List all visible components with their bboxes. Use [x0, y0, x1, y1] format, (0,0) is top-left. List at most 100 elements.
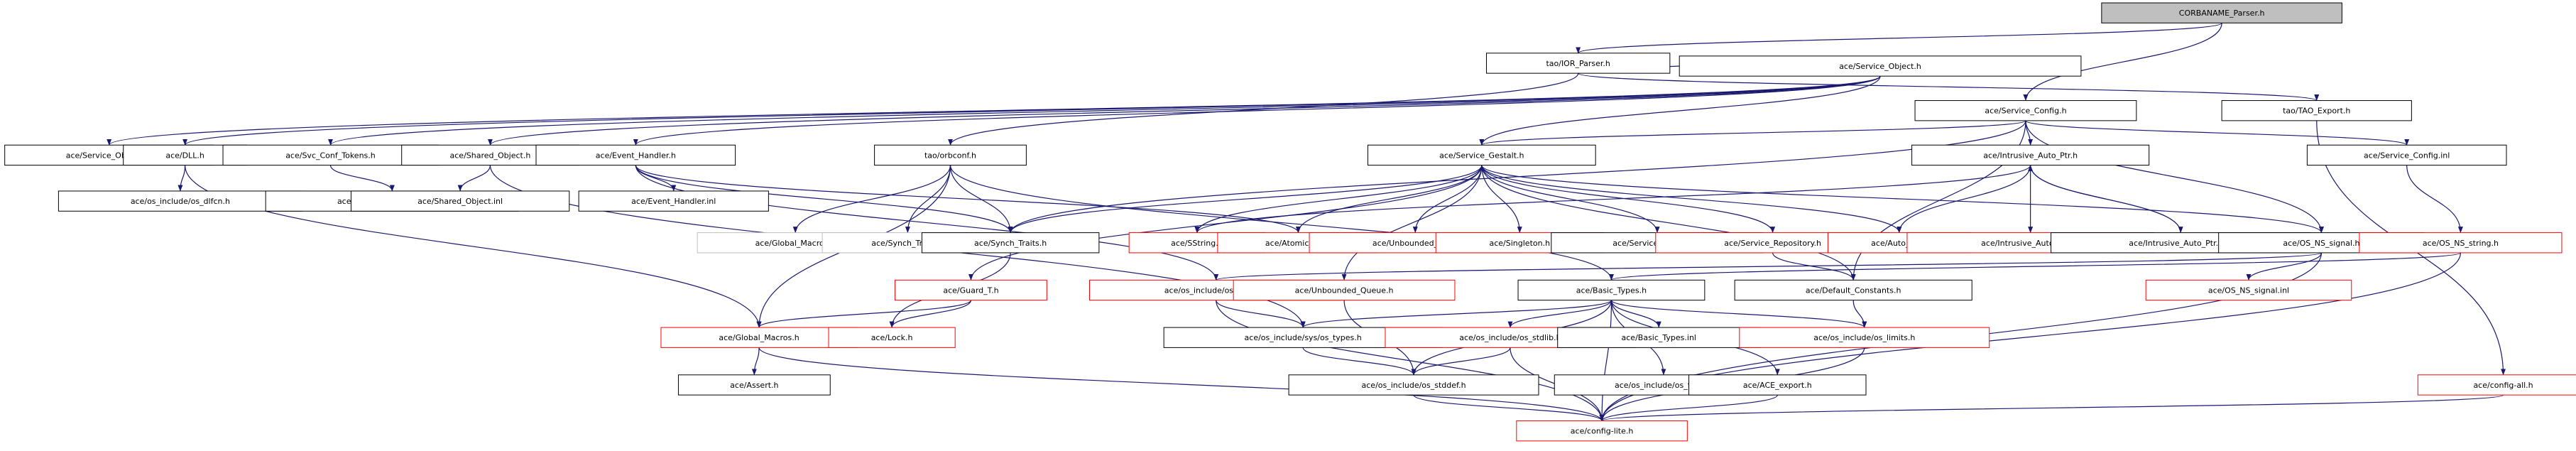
- node-ace-os-include-os-stddef-h[interactable]: ace/os_include/os_stddef.h: [1288, 374, 1539, 396]
- node-box: [874, 144, 1027, 166]
- node-ace-service-config-inl[interactable]: ace/Service_Config.inl: [2306, 144, 2507, 166]
- node-ace-unbounded-queue-h[interactable]: ace/Unbounded_Queue.h: [1233, 279, 1456, 301]
- node-label: ace/OS_NS_signal.h: [2283, 239, 2359, 248]
- node-ace-os-include-os-limits-h[interactable]: ace/os_include/os_limits.h: [1739, 327, 1990, 348]
- edge-ace-sg-to-ace-unbq: [1341, 165, 1483, 281]
- edge-ace-eh-to-ace-ossignal: [635, 165, 1219, 281]
- node-ace-global-macros-h[interactable]: ace/Global_Macros.h: [660, 327, 858, 348]
- node-tao-ior-parser-h[interactable]: tao/IOR_Parser.h: [1486, 53, 1671, 74]
- node-tao-tao-export-h[interactable]: tao/TAO_Export.h: [2221, 100, 2412, 121]
- edge-tao-ior-to-tao-exp: [1578, 72, 2319, 102]
- node-label: ace/config-lite.h: [1571, 427, 1634, 436]
- edge-ace-export-to-ace-configlite: [1599, 394, 1778, 422]
- node-label: tao/IOR_Parser.h: [1546, 59, 1610, 68]
- edge-ace-ossignal-to-ace-configlite: [1216, 300, 1605, 422]
- node-ace-os-ns-signal-inl[interactable]: ace/OS_NS_signal.inl: [2145, 279, 2352, 301]
- node-ace-synch-traits-h[interactable]: ace/Synch_Traits.h: [921, 232, 1100, 254]
- node-ace-shared-object-inl[interactable]: ace/Shared_Object.inl: [350, 190, 570, 212]
- node-ace-event-handler-inl[interactable]: ace/Event_Handler.inl: [578, 190, 769, 212]
- edge-ace-gmacros-to-ace-configlite: [758, 347, 1605, 422]
- node-label: ace/SString.h: [1171, 239, 1223, 248]
- edge-ace-so-to-ace-dll: [182, 75, 1881, 146]
- node-box: [895, 279, 1047, 301]
- edge-ace-ossignal-to-ace-systypes: [1216, 300, 1306, 328]
- node-label: ace/os_include/os_limits.h: [1813, 333, 1915, 342]
- node-label: ace/Event_Handler.h: [596, 151, 676, 160]
- node-label: ace/os_include/os_dlfcn.h: [131, 197, 230, 206]
- edge-ace-so-to-ace-shobj: [488, 75, 1881, 146]
- node-box: [1516, 420, 1688, 442]
- node-label: ace/Service_Gestalt.h: [1439, 151, 1524, 160]
- edge-ace-sg-to-ace-singleton: [1481, 165, 1522, 234]
- node-ace-ace-export-h[interactable]: ace/ACE_export.h: [1688, 374, 1867, 396]
- edge-ace-sg-to-ace-unbset: [1412, 165, 1483, 234]
- node-box: [2221, 100, 2412, 121]
- edge-ace-osnssig-to-ace-osnssiginl: [2246, 252, 2323, 281]
- node-box: [921, 232, 1100, 254]
- node-ace-basic-types-inl[interactable]: ace/Basic_Types.inl: [1557, 327, 1761, 348]
- node-box: [1288, 374, 1539, 396]
- edge-tao-orbconf-to-ace-synch: [949, 165, 1013, 234]
- node-ace-config-lite-h[interactable]: ace/config-lite.h: [1516, 420, 1688, 442]
- edge-ace-so-to-ace-svcct: [328, 75, 1881, 146]
- edge-ace-iapcpp-to-ace-iap: [2028, 165, 2181, 233]
- node-ace-lock-h[interactable]: ace/Lock.h: [828, 327, 956, 348]
- node-box: [578, 190, 769, 212]
- node-box: [660, 327, 858, 348]
- node-tao-orbconf-h[interactable]: tao/orbconf.h: [874, 144, 1027, 166]
- edge-root-to-ace-sc: [2023, 23, 2222, 102]
- node-ace-service-object-h[interactable]: ace/Service_Object.h: [1679, 55, 2082, 77]
- edge-ace-so-to-ace-sg: [1479, 76, 1881, 146]
- edge-ace-sg-to-ace-autoptr: [1481, 165, 1902, 234]
- edge-ace-defconst-to-ace-oslimits: [1852, 300, 1867, 328]
- node-label: ace/Intrusive_Auto_Ptr.h: [1983, 151, 2078, 160]
- node-ace-default-constants-h[interactable]: ace/Default_Constants.h: [1734, 279, 1972, 301]
- node-ace-basic-types-h[interactable]: ace/Basic_Types.h: [1517, 279, 1705, 301]
- node-label: ace/config-all.h: [2473, 381, 2533, 390]
- edge-ace-srvrep-to-ace-defconst: [1772, 252, 1856, 281]
- node-label: ace/Synch_Traits.h: [974, 239, 1047, 248]
- node-ace-service-gestalt-h[interactable]: ace/Service_Gestalt.h: [1367, 144, 1596, 166]
- edge-ace-osstdlib-to-ace-osstddef: [1411, 347, 1511, 376]
- node-label: ace/Service_Object.h: [1839, 62, 1921, 71]
- node-ace-guard-t-h[interactable]: ace/Guard_T.h: [895, 279, 1047, 301]
- node-box: [2359, 232, 2563, 254]
- edge-tao-orbconf-to-ace-basic: [949, 165, 1614, 281]
- node-label: tao/orbconf.h: [924, 151, 976, 160]
- dependency-edges: [107, 22, 2506, 422]
- edge-ace-basic-to-ace-oslimits: [1610, 300, 1867, 328]
- edge-ace-svcct-to-ace-svcctt: [329, 165, 395, 192]
- edge-tao-orbconf-to-ace-synch-gray: [905, 165, 951, 234]
- node-label: ace/Service_Config.h: [1985, 107, 2066, 116]
- edge-tao-ior-to-tao-orbconf: [948, 72, 1579, 146]
- node-box: [1679, 55, 2082, 77]
- edge-ace-sg-to-ace-sginl: [1481, 165, 1660, 234]
- node-ace-intrusive-auto-ptr-h[interactable]: ace/Intrusive_Auto_Ptr.h: [1911, 144, 2150, 166]
- edge-ace-guard-to-ace-lock: [889, 300, 972, 328]
- node-label: ace/os_include/os_float.h: [1615, 381, 1713, 390]
- node-label: tao/TAO_Export.h: [2283, 107, 2350, 116]
- node-box: [58, 190, 302, 212]
- node-label: CORBANAME_Parser.h: [2179, 9, 2265, 18]
- node-label: ace/os_include/os_stddef.h: [1362, 381, 1466, 390]
- edge-ace-so-to-ace-eh: [633, 75, 1881, 146]
- edge-ace-sc-to-ace-sg: [1479, 120, 2026, 146]
- node-ace-os-include-os-dlfcn-h[interactable]: ace/os_include/os_dlfcn.h: [58, 190, 302, 212]
- node-label: ace/Basic_Types.h: [1576, 286, 1647, 295]
- node-label: ace/Assert.h: [730, 381, 778, 390]
- edge-ace-sg-to-ace-osnssig: [1481, 165, 2324, 234]
- edge-ace-configall-to-ace-configlite: [1600, 394, 2504, 422]
- node-ace-service-config-h[interactable]: ace/Service_Config.h: [1914, 100, 2137, 121]
- node-label: ace/DLL.h: [165, 151, 204, 160]
- node-box: [2145, 279, 2352, 301]
- node-ace-config-all-h[interactable]: ace/config-all.h: [2417, 374, 2576, 396]
- edge-ace-osnsstr-to-ace-basic: [1609, 252, 2462, 281]
- edge-ace-basic-to-ace-systypes: [1300, 300, 1612, 328]
- node-ace-os-ns-string-h[interactable]: ace/OS_NS_string.h: [2359, 232, 2563, 254]
- edge-ace-iap-to-ace-sstring: [1194, 165, 2031, 234]
- node-ace-assert-h[interactable]: ace/Assert.h: [677, 374, 831, 396]
- node-label: ace/os_include/os_stdlib.h: [1459, 333, 1561, 342]
- edge-ace-basic-to-ace-basicinl: [1610, 300, 1661, 328]
- edge-ace-eh-to-ace-ehinl: [635, 165, 677, 192]
- node-ace-event-handler-h[interactable]: ace/Event_Handler.h: [535, 144, 736, 166]
